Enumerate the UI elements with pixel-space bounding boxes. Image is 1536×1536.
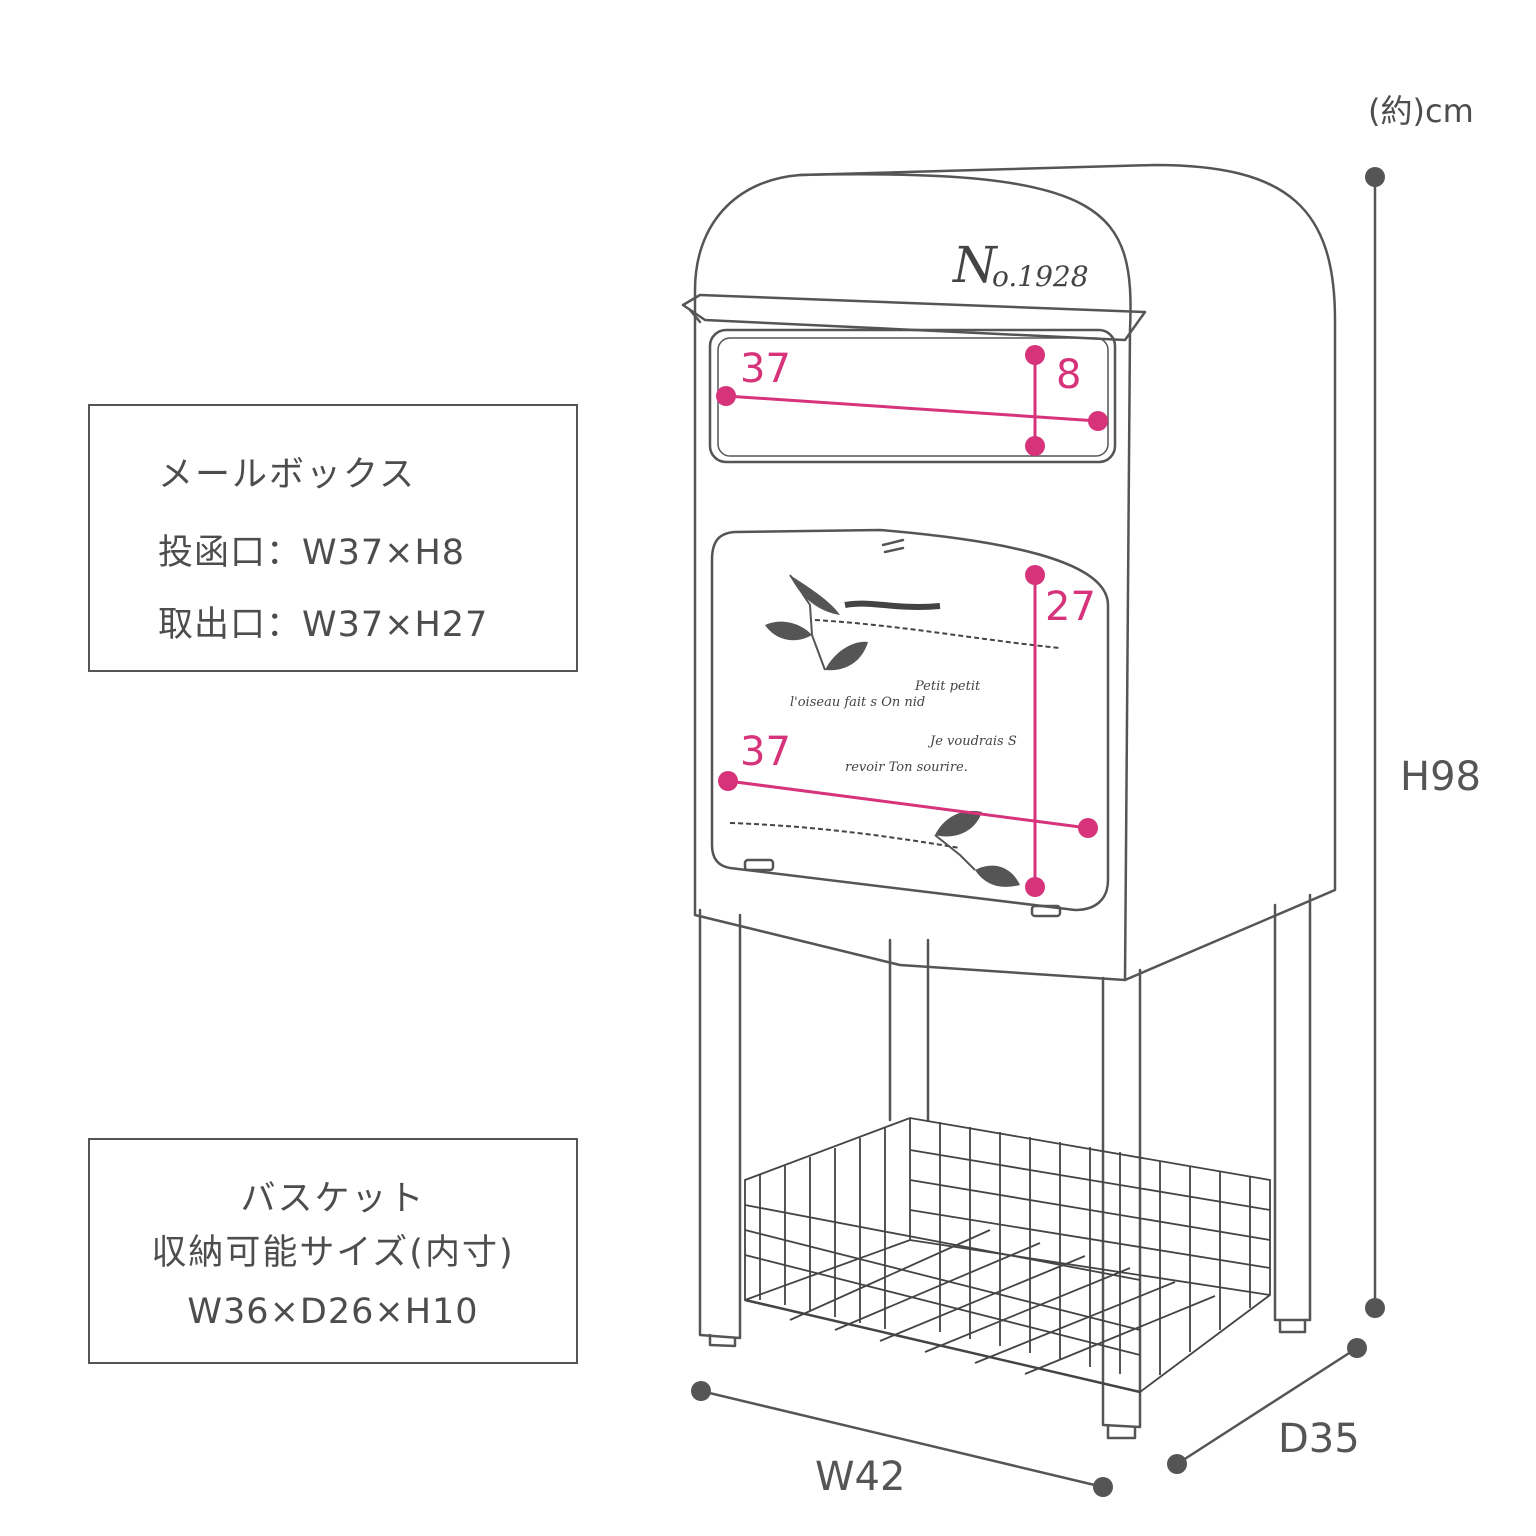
mailbox-body (693, 163, 1337, 982)
slot-lip (681, 293, 1147, 342)
slot-height-label: 8 (1056, 352, 1081, 398)
wire-basket (744, 1117, 1271, 1394)
width-label: W42 (815, 1454, 905, 1500)
leaf-decoration (765, 575, 1020, 887)
height-label: H98 (1400, 754, 1481, 800)
door-dimension-lines (718, 565, 1098, 897)
mail-slot (708, 328, 1117, 464)
brand-initial: N (952, 236, 999, 294)
leg-back-right (1273, 893, 1312, 1322)
door-text-line1: Petit petit (914, 679, 981, 694)
basket-spec-box: バスケット 収納可能サイズ(内寸) W36×D26×H10 (88, 1138, 578, 1364)
takeout-door (710, 528, 1110, 912)
slot-dimension-lines (716, 345, 1108, 456)
mailbox-spec-title: メールボックス (158, 455, 416, 495)
leg-back-left (888, 938, 930, 1122)
basket-spec-title: バスケット (240, 1179, 426, 1219)
door-width-label: 37 (740, 729, 791, 775)
mailbox-spec-box: メールボックス 投函口：W37×H8 取出口：W37×H27 (88, 404, 578, 672)
door-text-line4: revoir Ton sourire. (845, 760, 968, 775)
mail-slot-size: 投函口：W37×H8 (158, 533, 466, 573)
overall-dimension-lines (691, 167, 1385, 1497)
brand-number: o.1928 (992, 260, 1089, 293)
depth-label: D35 (1278, 1416, 1360, 1462)
basket-spec-size: W36×D26×H10 (187, 1292, 479, 1332)
door-text-line3: Je voudrais S (927, 734, 1017, 749)
door-text-line2: l'oiseau fait s On nid (790, 695, 925, 710)
unit-note: (約)cm (1368, 92, 1474, 130)
leg-front-right (1101, 968, 1142, 1429)
leg-front-left (698, 908, 742, 1340)
mail-takeout-size: 取出口：W37×H27 (158, 605, 489, 645)
basket-spec-subtitle: 収納可能サイズ(内寸) (151, 1233, 515, 1273)
door-height-label: 27 (1045, 584, 1096, 630)
slot-width-label: 37 (740, 346, 791, 392)
